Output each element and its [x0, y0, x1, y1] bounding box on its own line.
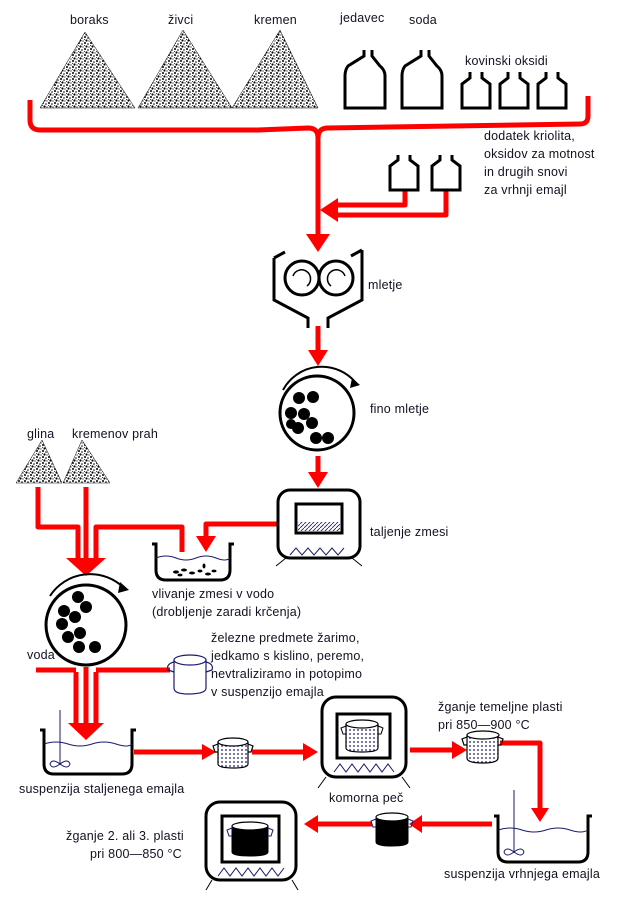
flow-lines: [27, 96, 591, 827]
label-pouring-line-1: vlivanje zmesi v vodo: [152, 587, 275, 601]
chamber-furnace: [317, 695, 411, 789]
arrowhead-into-mill: [306, 234, 330, 252]
melt-to-pour: [203, 521, 278, 536]
label-chamber-furnace: komorna peč: [329, 791, 404, 805]
raw-materials-collector-right: [315, 96, 591, 139]
clay-piles: [15, 439, 111, 484]
label-glina: glina: [27, 427, 55, 441]
label-ground-firing-line-2: pri 850—900 °C: [438, 718, 530, 732]
melting-furnace: [275, 488, 363, 567]
label-fino-mletje: fino mletje: [370, 402, 430, 416]
bottle-soda: [400, 50, 444, 110]
additive-line-2: [336, 190, 449, 218]
arrowhead-into-dotted-pot: [202, 744, 216, 760]
crusher-body: [272, 250, 364, 328]
label-top-firing-line-1: žganje 2. ali 3. plasti: [66, 829, 184, 843]
arrowhead-into-clay-mill: [66, 558, 106, 576]
label-taljenje-zmesi: taljenje zmesi: [370, 525, 449, 539]
crusher-roller-left: [283, 259, 321, 297]
pile-kremenov-prah: [62, 439, 111, 484]
bottle-additive-1: [388, 155, 420, 192]
label-top-firing-line-2: pri 800—850 °C: [90, 847, 182, 861]
clay-ball-mill: [44, 573, 129, 667]
label-iron-prep-line-4: v suspenzijo emajla: [211, 685, 324, 699]
arrowhead-additives: [320, 198, 338, 222]
label-jedavec: jedavec: [340, 11, 385, 25]
bottle-jedavec: [343, 50, 387, 110]
label-iron-prep-line-1: železne predmete žarimo,: [211, 631, 360, 645]
coated-pot-1: [212, 737, 254, 769]
fine-ball-mill: [278, 365, 360, 452]
pile-zivci: [137, 29, 233, 109]
label-iron-prep-line-2: jedkamo s kislino, peremo,: [211, 649, 365, 663]
bottle-oxide-3: [536, 72, 568, 110]
clay-line: [35, 487, 81, 560]
label-boraks: boraks: [70, 13, 109, 27]
bottles: [343, 50, 568, 192]
arrowhead-into-basin: [196, 536, 216, 552]
label-soda: soda: [409, 13, 437, 27]
label-iron-prep-line-3: nevtraliziramo in potopimo: [211, 667, 363, 681]
pile-glina: [15, 439, 63, 484]
label-additives-line-1: dodatek kriolita,: [484, 129, 575, 143]
arrowhead-into-topcoat: [531, 808, 549, 822]
final-furnace: [204, 800, 299, 891]
pour-to-clay-mill: [93, 524, 185, 560]
label-kovinski-oksidi: kovinski oksidi: [465, 54, 548, 68]
black-pot: [370, 812, 414, 847]
crusher-top-left: [273, 250, 286, 260]
pile-kremen: [231, 29, 319, 109]
crusher-mill: [272, 248, 364, 328]
arrowhead-into-melt: [308, 472, 328, 488]
pot-to-topcoat: [500, 740, 543, 810]
arrowhead-into-suspension: [68, 723, 104, 740]
label-pouring-line-2: (drobljenje zaradi krčenja): [152, 605, 302, 619]
label-kremenov-prah: kremenov prah: [72, 427, 158, 441]
raw-material-piles: [39, 29, 319, 109]
label-ground-coat-suspension: suspenzija staljenega emajla: [19, 782, 185, 796]
arrowhead-into-black-pot: [409, 815, 422, 833]
crusher-top-right: [350, 248, 363, 258]
arrowhead-into-final-furnace: [304, 815, 318, 833]
label-additives-line-4: za vrhnji emajl: [484, 183, 567, 197]
pouring-basin: [152, 542, 234, 582]
crusher-roller-right: [317, 259, 355, 297]
rotation-arrow: [282, 365, 357, 391]
ground-coat-basin: [40, 710, 136, 776]
label-top-coat-suspension: suspenzija vrhnjega emajla: [444, 867, 600, 881]
arrowhead-into-furnace: [303, 743, 318, 761]
top-coat-basin: [494, 790, 592, 864]
bottle-additive-2: [430, 155, 462, 192]
label-additives-line-2: oksidov za motnost: [484, 147, 595, 161]
label-additives-line-3: in drugih snovi: [484, 165, 568, 179]
arrowhead-into-fired-pot: [452, 741, 467, 759]
rotation-arrow-2: [49, 573, 125, 597]
label-voda: voda: [27, 648, 55, 662]
label-ground-firing-line-1: žganje temeljne plasti: [438, 700, 563, 714]
bottle-oxide-2: [498, 72, 530, 110]
label-zivci: živci: [168, 13, 194, 27]
label-mletje: mletje: [368, 278, 403, 292]
bottle-oxide-1: [460, 72, 492, 110]
label-kremen: kremen: [254, 13, 297, 27]
arrowhead-into-fine-mill: [308, 350, 328, 366]
raw-materials-collector: [27, 100, 321, 236]
arrow-heads: [66, 198, 549, 833]
coated-pot-2: [461, 730, 504, 764]
pile-boraks: [39, 31, 136, 109]
iron-pot: [167, 654, 213, 695]
additive-line-1: [336, 190, 408, 208]
